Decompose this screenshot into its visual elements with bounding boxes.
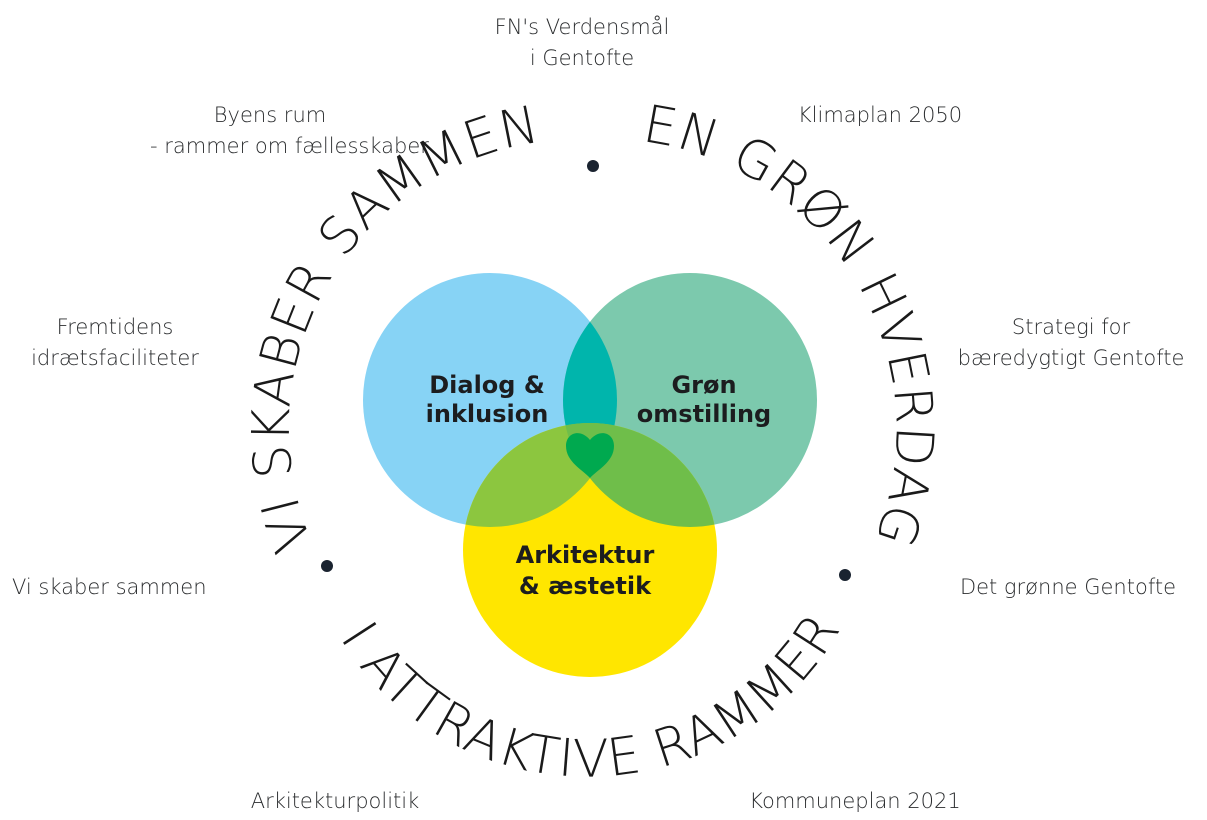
dialog-label-line2: inklusion: [426, 400, 549, 428]
ring-dot-top: [587, 160, 599, 172]
label-fremtidens: Fremtidens idrætsfaciliteter: [15, 312, 215, 374]
label-det-gronne-gentofte: Det grønne Gentofte: [920, 572, 1176, 603]
klimaplan-line1: Klimaplan 2050: [797, 103, 963, 127]
label-strategi: Strategi for bæredygtigt Gentofte: [940, 312, 1202, 374]
overlap-dialog-arkitektur: [463, 423, 617, 527]
label-vi-skaber-sammen: Vi skaber sammen: [12, 572, 252, 603]
arkitekturpolitik-line1: Arkitekturpolitik: [250, 789, 420, 813]
det-gronne-line1: Det grønne Gentofte: [959, 575, 1176, 599]
kommuneplan-line1: Kommuneplan 2021: [749, 789, 961, 813]
overlap-gron-arkitektur: [563, 423, 717, 527]
gron-label-line1: Grøn: [671, 371, 736, 399]
heart-icon: [566, 433, 614, 478]
fremtidens-line1: Fremtidens: [56, 315, 174, 339]
strategi-line2: bæredygtigt Gentofte: [957, 346, 1185, 370]
arkitektur-label-line1: Arkitektur: [516, 541, 655, 569]
label-klimaplan: Klimaplan 2050: [770, 100, 990, 131]
title-line2: i Gentofte: [529, 46, 635, 70]
dialog-label-line1: Dialog &: [429, 371, 545, 399]
vi-skaber-line1: Vi skaber sammen: [12, 575, 207, 599]
ring-dot-right: [839, 569, 851, 581]
title-line1: FN's Verdensmål: [494, 15, 670, 39]
label-kommuneplan: Kommuneplan 2021: [735, 786, 975, 817]
label-byens-rum: Byens rum - rammer om fællesskaber: [150, 100, 429, 162]
gron-label-line2: omstilling: [637, 400, 771, 428]
fremtidens-line2: idrætsfaciliteter: [31, 346, 199, 370]
strategi-line1: Strategi for: [1011, 315, 1131, 339]
byens-rum-line2: - rammer om fællesskaber: [150, 134, 429, 158]
label-arkitekturpolitik: Arkitekturpolitik: [225, 786, 445, 817]
title-label: FN's Verdensmål i Gentofte: [460, 12, 704, 74]
ring-dot-left: [321, 560, 333, 572]
byens-rum-line1: Byens rum: [213, 103, 327, 127]
arkitektur-label-line2: & æstetik: [519, 572, 652, 600]
